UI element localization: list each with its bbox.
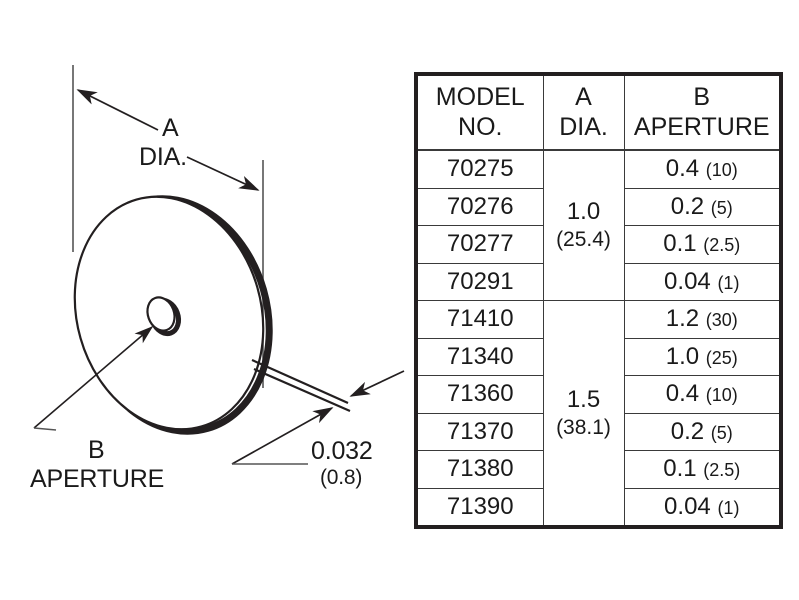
b-aperture-inches: 0.1 [663, 455, 697, 483]
header-a-dia-line1: A [575, 83, 592, 111]
b-aperture-mm: (2.5) [703, 460, 741, 481]
dim-a-arrow-left [76, 89, 159, 131]
cell-b-aperture: 0.04 (1) [623, 262, 782, 301]
b-aperture-inches: 0.04 [664, 267, 711, 295]
b-aperture-mm: (5) [710, 197, 733, 218]
b-aperture-mm: (10) [705, 385, 738, 406]
table-row: 70291 0.04 (1) [415, 262, 782, 301]
disc-illustration-svg [33, 65, 405, 465]
thickness-value-mm: (0.8) [320, 466, 363, 489]
cell-a-dia: 1.5(38.1) [542, 300, 625, 528]
cell-model-no: 71360 [415, 375, 544, 414]
b-aperture-inches: 1.2 [665, 305, 700, 333]
cell-model-no: 71410 [415, 300, 544, 339]
cell-model-no: 70277 [415, 225, 544, 264]
b-aperture-mm: (25) [705, 347, 738, 368]
cell-b-aperture: 0.1 (2.5) [623, 450, 782, 489]
cell-b-aperture: 0.1 (2.5) [623, 225, 782, 264]
thickness-arrow-upper [349, 370, 405, 397]
header-row: MODEL NO. A DIA. B APERTURE [415, 73, 782, 151]
aperture-leader-line [33, 325, 154, 429]
b-aperture-mm: (1) [717, 272, 740, 293]
b-aperture-inches: 0.1 [663, 230, 697, 258]
cell-model-no: 70291 [415, 262, 544, 301]
cell-model-no: 70276 [415, 187, 544, 226]
b-aperture-mm: (2.5) [703, 235, 741, 256]
table-header: MODEL NO. A DIA. B APERTURE [415, 73, 782, 151]
dim-a-label-line2: DIA. [139, 143, 187, 171]
a-dia-inches: 1.0 [566, 198, 601, 226]
thickness-arrow-lower [231, 407, 334, 465]
b-aperture-inches: 0.2 [670, 417, 705, 445]
cell-b-aperture: 0.4 (10) [623, 375, 782, 414]
a-dia-inches: 1.5 [566, 385, 601, 413]
cell-a-dia: 1.0(25.4) [542, 149, 625, 301]
b-aperture-inches: 0.04 [664, 492, 711, 520]
aperture-disc-drawing: A DIA. B APERTURE 0.032 (0.8) [30, 65, 405, 493]
a-dia-mm: (25.4) [556, 228, 611, 252]
cell-b-aperture: 0.2 (5) [623, 412, 782, 451]
cell-b-aperture: 1.2 (30) [623, 300, 782, 339]
thickness-value-inches: 0.032 [311, 437, 373, 465]
header-model-no: MODEL NO. [415, 73, 544, 151]
b-aperture-inches: 1.0 [665, 342, 700, 370]
aperture-label-line2: APERTURE [30, 465, 165, 493]
header-model-no-line2: NO. [458, 112, 503, 141]
header-b-aperture-line1: B [693, 83, 711, 111]
header-b-aperture: B APERTURE [623, 73, 782, 151]
header-model-no-line1: MODEL [435, 83, 525, 111]
table-row: 70277 0.1 (2.5) [415, 225, 782, 264]
aperture-hole [146, 296, 182, 337]
table-row: 71360 0.4 (10) [415, 375, 782, 414]
cell-model-no: 71380 [415, 450, 544, 489]
dim-a-label-line1: A [162, 114, 179, 142]
b-aperture-mm: (1) [717, 497, 740, 518]
table-row: 71380 0.1 (2.5) [415, 450, 782, 489]
header-a-dia: A DIA. [542, 73, 625, 151]
b-aperture-inches: 0.4 [665, 155, 700, 183]
aperture-label-line1: B [88, 436, 105, 464]
b-aperture-mm: (5) [710, 422, 733, 443]
a-dia-mm: (38.1) [556, 415, 611, 439]
header-a-dia-line2: DIA. [559, 112, 608, 141]
thickness-edge-lines [251, 358, 351, 413]
cell-b-aperture: 1.0 (25) [623, 337, 782, 376]
cell-b-aperture: 0.4 (10) [623, 149, 782, 189]
table-row: 71390 0.04 (1) [415, 487, 782, 528]
cell-b-aperture: 0.04 (1) [623, 487, 782, 528]
dim-a-arrow-right [186, 156, 260, 191]
cell-b-aperture: 0.2 (5) [623, 187, 782, 226]
b-aperture-inches: 0.4 [665, 380, 700, 408]
b-aperture-inches: 0.2 [670, 192, 705, 220]
b-aperture-mm: (30) [705, 310, 738, 331]
table-row: 70276 0.2 (5) [415, 187, 782, 226]
header-b-aperture-line2: APERTURE [633, 112, 770, 141]
cell-model-no: 70275 [415, 149, 544, 189]
table-row: 71370 0.2 (5) [415, 412, 782, 451]
cell-model-no: 71390 [415, 487, 544, 528]
cell-model-no: 71340 [415, 337, 544, 376]
cell-model-no: 71370 [415, 412, 544, 451]
aperture-leader-foot [33, 427, 57, 431]
b-aperture-mm: (10) [705, 160, 738, 181]
